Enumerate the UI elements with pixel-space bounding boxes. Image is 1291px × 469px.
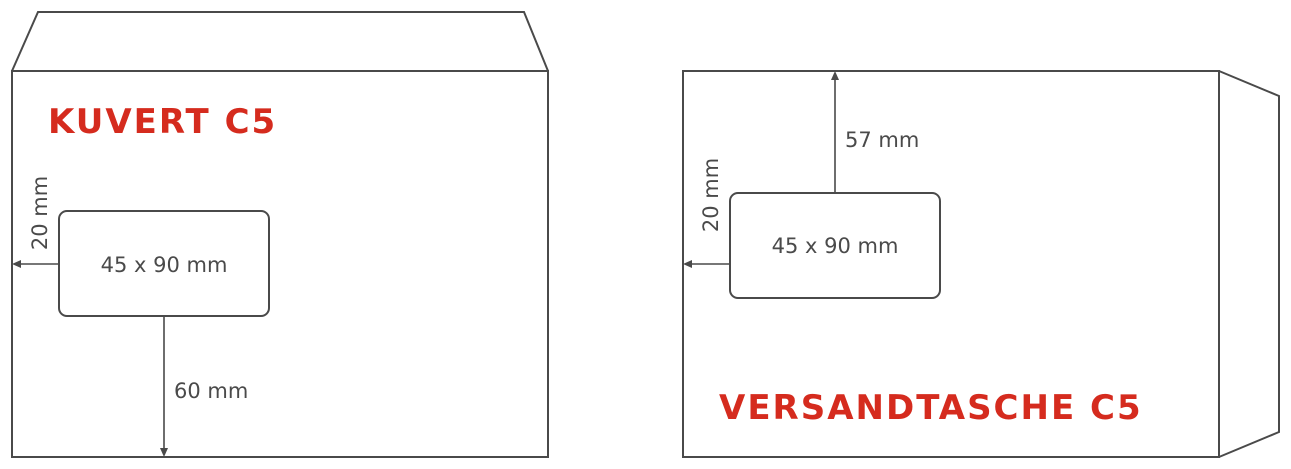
envelope-title: VERSANDTASCHE C5: [719, 388, 1143, 428]
bottom-arrowhead: [160, 448, 168, 457]
side-arrowhead: [683, 260, 692, 268]
window-size-label: 45 x 90 mm: [772, 234, 899, 258]
side-dimension-label: 20 mm: [699, 158, 723, 232]
side-dimension-label: 20 mm: [28, 176, 52, 250]
top-arrowhead: [831, 71, 839, 80]
window-size-label: 45 x 90 mm: [101, 253, 228, 277]
side-arrowhead: [12, 260, 21, 268]
envelope-side-flap: [1218, 70, 1280, 458]
top-dimension-label: 57 mm: [845, 128, 919, 152]
envelope-title: KUVERT C5: [48, 102, 277, 142]
envelope-flap: [11, 11, 549, 72]
bottom-dimension-label: 60 mm: [174, 379, 248, 403]
envelope-versandtasche-c5: VERSANDTASCHE C5 45 x 90 mm 57 mm 20 mm: [682, 70, 1280, 458]
envelope-kuvert-c5: KUVERT C5 45 x 90 mm 20 mm 60 mm: [11, 11, 549, 458]
